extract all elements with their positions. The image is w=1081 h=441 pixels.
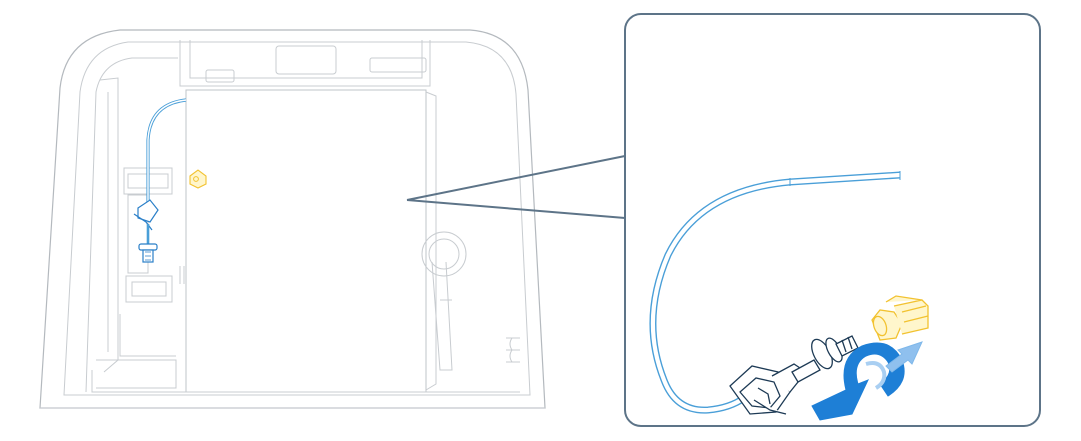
clamp-icon — [729, 363, 807, 415]
tube-assembly-enlarged — [649, 171, 929, 421]
yellow-port-icon — [189, 169, 207, 189]
tube-assembly — [133, 98, 207, 263]
callout-leader — [406, 155, 626, 219]
filter-connector-icon — [791, 335, 859, 383]
device-outline — [39, 29, 546, 409]
callout-frame — [624, 13, 1041, 427]
insert-arrow-icon — [885, 341, 923, 373]
filter-connector-icon — [138, 243, 158, 263]
yellow-port-icon — [871, 295, 929, 341]
callout — [406, 13, 1041, 427]
rotate-arrow-icon — [811, 342, 905, 421]
tank-panel — [185, 89, 427, 393]
clamp-icon — [133, 199, 159, 231]
